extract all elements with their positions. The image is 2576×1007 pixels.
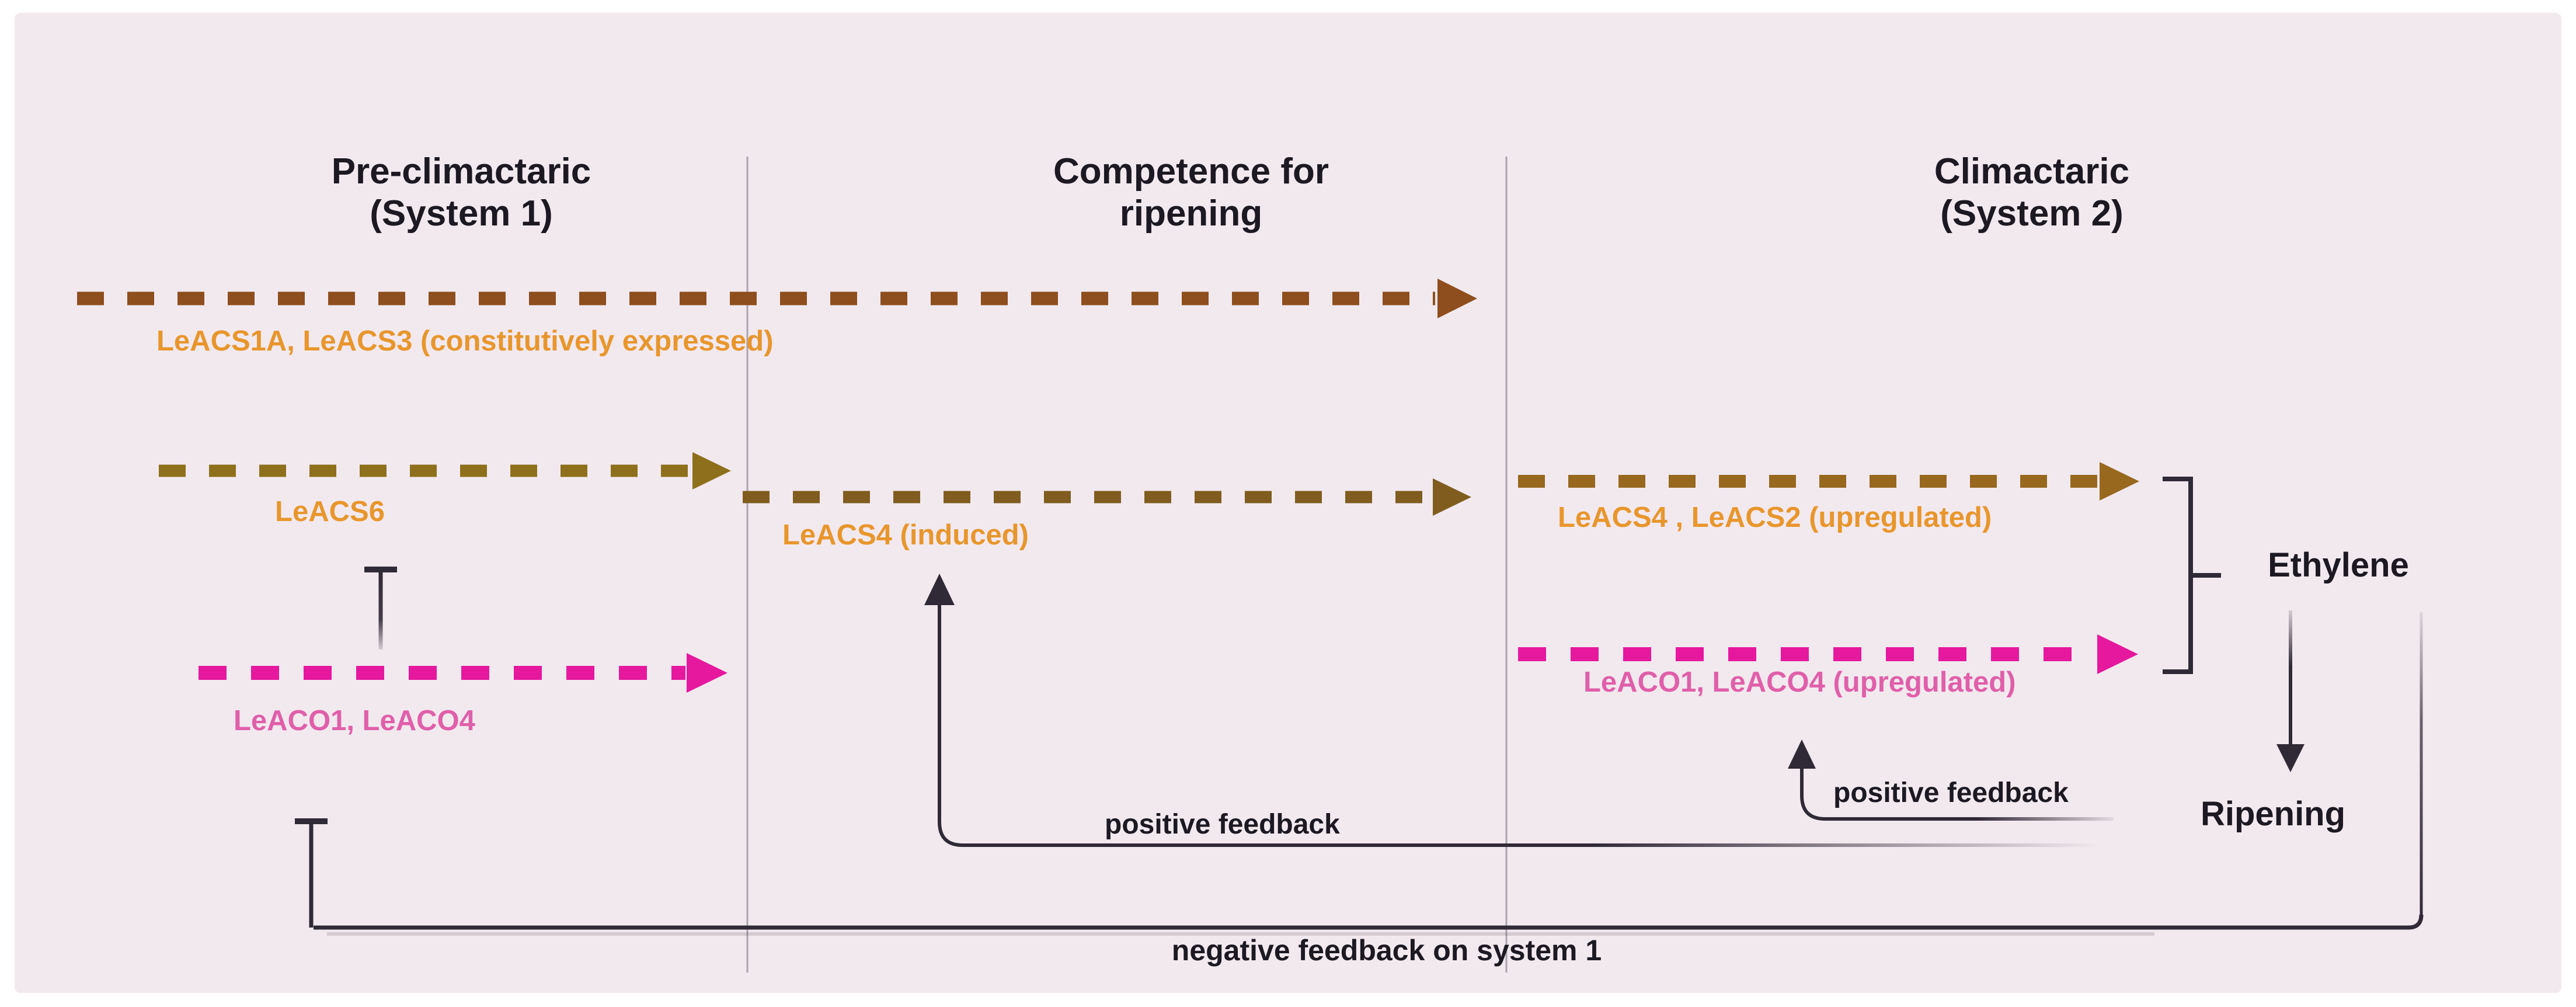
ethylene-bracket: [2163, 477, 2221, 674]
stage-title-preclimacteric: Pre-climactaric (System 1): [332, 151, 591, 235]
positive-feedback-right-arrow: [1788, 739, 2114, 821]
stage-title-line2: (System 1): [370, 193, 553, 234]
ethylene-to-ripening-arrow: [2276, 610, 2305, 772]
stage-divider-lines: [746, 157, 1508, 973]
stage-title-competence: Competence for ripening: [1053, 151, 1329, 235]
label-ethylene: Ethylene: [2268, 546, 2409, 584]
positive-feedback-mid-arrow: [924, 574, 2096, 847]
arrow-leacs4-leacs2-upregulated: [1518, 462, 2139, 501]
negative-feedback-path: [295, 612, 2424, 936]
arrow-leacs1a-leacs3: [77, 279, 1477, 318]
stage-title-line1: Climactaric: [1934, 151, 2130, 192]
stage-title-climacteric: Climactaric (System 2): [1934, 151, 2129, 235]
stage-title-line2: ripening: [1119, 193, 1263, 234]
arrow-leaco1-leaco4-upregulated: [1518, 634, 2138, 674]
arrow-leacs6: [159, 452, 731, 489]
arrow-leacs4-induced: [743, 478, 1471, 516]
arrow-leaco1-leaco4: [199, 653, 727, 693]
stage-title-line2: (System 2): [1940, 193, 2124, 234]
label-positive-feedback-mid: positive feedback: [1105, 809, 1340, 840]
label-leacs6: LeACS6: [275, 496, 385, 527]
label-leacs4-induced: LeACS4 (induced): [782, 519, 1029, 551]
label-negative-feedback: negative feedback on system 1: [1171, 934, 1602, 967]
label-ripening: Ripening: [2200, 795, 2346, 833]
stage-title-line1: Pre-climactaric: [331, 151, 591, 192]
inhibition-tbar-leacs6: [364, 567, 397, 650]
label-positive-feedback-right: positive feedback: [1833, 777, 2069, 808]
label-leaco1-leaco4: LeACO1, LeACO4: [234, 705, 475, 737]
label-leacs1a-leacs3: LeACS1A, LeACS3 (constitutively expresse…: [156, 325, 774, 357]
stage-title-line1: Competence for: [1053, 151, 1329, 192]
diagram-background-panel: [15, 13, 2561, 993]
label-leaco1-leaco4-upregulated: LeACO1, LeACO4 (upregulated): [1583, 666, 2016, 698]
label-leacs4-leacs2-upregulated: LeACS4 , LeACS2 (upregulated): [1558, 502, 1992, 533]
